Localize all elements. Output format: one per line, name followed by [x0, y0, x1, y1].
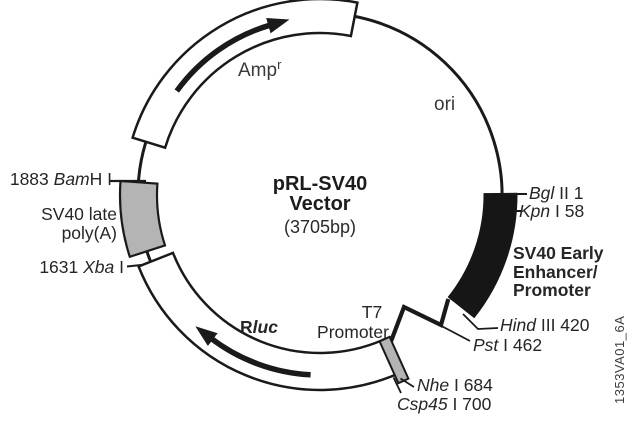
hind3-leader-line — [462, 313, 499, 330]
sv40-late-polya-label-line2: poly(A) — [62, 223, 117, 243]
rluc-label: Rluc — [240, 317, 278, 337]
sv40-early-label-line3: Promoter — [513, 280, 591, 300]
plasmid-title-line1: pRL-SV40 — [273, 173, 367, 195]
t7-promoter-label-line2: Promoter — [317, 322, 389, 342]
amp-label: Ampr — [238, 57, 282, 81]
kpn1-site-label: Kpn I 58 — [519, 201, 584, 221]
plasmid-size-label: (3705bp) — [284, 217, 356, 237]
plasmid-title-line2: Vector — [289, 193, 350, 215]
bgl2-site-label: Bgl II 1 — [529, 183, 583, 203]
sv40-early-enhancer-promoter-segment — [447, 192, 518, 319]
sv40-late-polya-box — [118, 179, 167, 259]
csp45-leader-line — [392, 377, 402, 394]
hind3-site-label: Hind III 420 — [500, 315, 590, 335]
figure-code-label: 1353VA01_6A — [612, 316, 627, 404]
nhe1-site-label: Nhe I 684 — [417, 375, 493, 395]
amp-direction-arrow — [174, 17, 290, 93]
pst1-site-label: Pst I 462 — [473, 335, 542, 355]
t7-promoter-label-line1: T7 — [362, 302, 382, 322]
xba1-site-label: 1631 Xba I — [39, 257, 124, 277]
nhe1-leader-line — [400, 377, 415, 388]
mcs-zigzag-connector — [385, 298, 451, 353]
amp-gene-arc — [131, 0, 359, 150]
sv40-early-label-line2: Enhancer/ — [513, 262, 598, 282]
ori-label: ori — [434, 94, 455, 115]
bamh1-site-label: 1883 BamH I — [10, 169, 112, 189]
sv40-early-label-line1: SV40 Early — [513, 243, 604, 263]
t7-promoter-box — [378, 335, 410, 385]
csp45-site-label: Csp45 I 700 — [397, 394, 492, 414]
rluc-direction-arrow — [195, 326, 311, 378]
xba1-leader-line — [126, 264, 142, 268]
sv40-late-polya-label-line1: SV40 late — [41, 204, 117, 224]
pst1-leader-line — [441, 325, 471, 342]
